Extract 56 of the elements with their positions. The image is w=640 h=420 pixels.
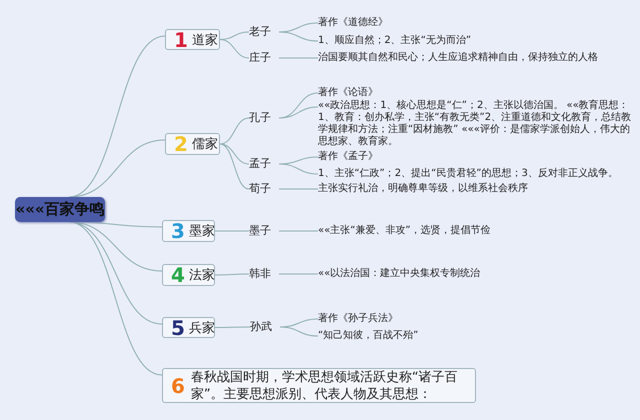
detail-text: 著作《论语》 [318,87,468,99]
connector-line [68,140,166,198]
category-box [165,29,220,50]
category-label: 法家 [188,267,215,284]
detail-text: 治国要顺其自然和民心；人生应追求精神自由，保持独立的人格 [318,52,618,64]
category-box [162,220,215,242]
category-box [165,133,220,155]
person-label: 孙武 [250,320,280,334]
number-label: 1 [174,30,188,50]
detail-text: “知己知彼，百战不殆” [318,330,468,342]
person-label: 孔子 [249,111,279,125]
note-box [162,368,476,403]
detail-text: 1、顺应自然；2、主张“无为而治” [318,35,518,47]
connector-line [220,39,250,58]
connector-line [220,118,250,144]
connector-line [278,230,318,232]
connector-line [280,326,318,336]
person-label: 墨子 [249,224,279,238]
number-label: 2 [174,134,188,154]
person-label: 孟子 [249,157,279,171]
connector-line [220,144,250,164]
detail-text: 著作《孟子》 [318,151,468,163]
connector-line [68,36,166,198]
number-label: 3 [171,221,185,241]
category-box [162,264,215,286]
detail-text: ««主张“兼爱、非攻”，选贤，提倡节俭 [318,225,618,237]
connector-line [220,32,250,40]
detail-text: 著作《孙子兵法》 [318,313,468,325]
person-label: 荀子 [249,182,279,196]
connector-line [214,230,250,232]
category-label: 儒家 [192,136,218,153]
connector-line [214,326,250,328]
detail-text: 著作《道德经》 [318,17,468,29]
category-label: 兵家 [188,320,215,336]
connector-line [278,32,318,42]
connector-line [278,106,318,118]
number-label: 5 [171,318,185,338]
number-label: 4 [171,265,185,285]
detail-text: ««以法治国：建立中央集权专制统治 [318,268,618,280]
connector-line [214,274,250,276]
person-label: 老子 [249,25,279,39]
detail-text: 1、主张“仁政”；2、提出“民贵君轻”的思想；3、反对非正义战争。 [318,168,618,180]
root-topic-box: «««百家争鸣 [15,197,105,222]
category-box [162,317,215,338]
person-label: 韩非 [249,267,279,281]
connector-line [68,222,162,376]
category-label: 道家 [192,32,218,48]
note-text: 春秋战国时期，学术思想领域活跃史称“诸子百家”。主要思想派别、代表人物及其思想： [190,368,459,402]
connector-line [278,164,318,174]
connector-line [220,144,250,190]
category-label: 墨家 [188,223,215,240]
detail-text: 主张实行礼治，明确尊卑等级，以维系社会秩序 [318,183,618,195]
person-label: 庄子 [249,51,279,65]
detail-text: ««政治思想：1、核心思想是“仁”；2、主张以德治国。 ««教育思想：1、教育：创办私学，主张“有教无类”2、注重道德和文化教育，总结教学规律和方法；注重“因材施教” «««评价：是儒家学派创始人，伟大的思想家、教育家。 [318,100,636,148]
number-label: 6 [171,376,185,396]
connector-line [278,188,318,190]
